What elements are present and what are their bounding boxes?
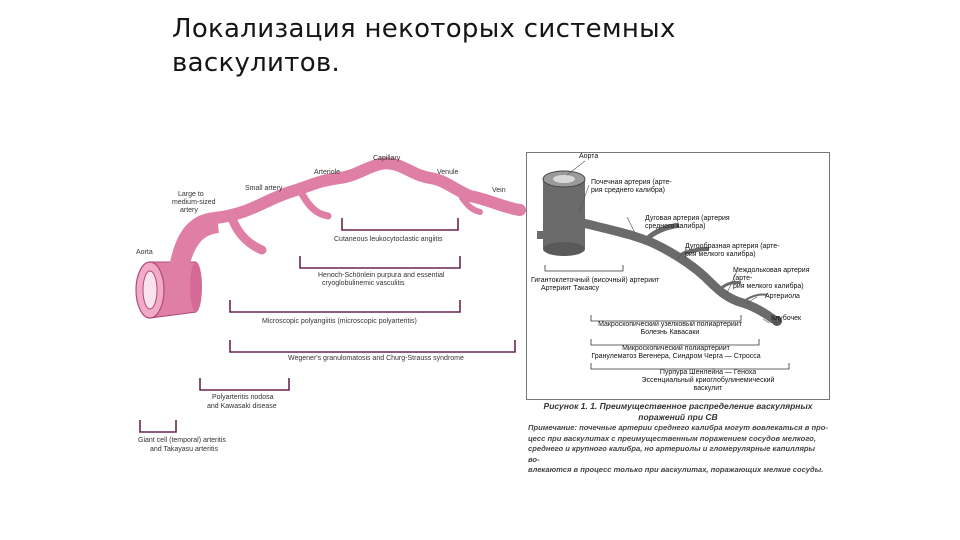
figure-note-line-2: цесс при васкулитах с преимущественным п…: [528, 433, 816, 443]
label-interlobular: Дугообразная артерия (арте- рия мелкого …: [685, 243, 780, 259]
label-giant-cell-ru-1: Гигантоклеточный (височный) артериит: [531, 277, 660, 284]
aorta-shape: [135, 261, 202, 319]
figure-caption-line-2: поражений при СВ: [638, 412, 718, 422]
label-hsp-ru: Пурпура Шенлейна — Геноха Эссенциальный …: [623, 369, 793, 393]
figure-note-line-1: Примечание: почечные артерии среднего ка…: [528, 423, 828, 432]
label-giant-cell-ru: Гигантоклеточный (височный) артериит Арт…: [531, 277, 659, 293]
label-small-artery: Small artery: [245, 185, 283, 192]
label-renal-2: рия среднего калибра): [591, 187, 665, 194]
label-renal: Почечная артерия (арте- рия среднего кал…: [591, 179, 672, 195]
label-giant-cell-ru-2: Артериит Такаясу: [541, 285, 600, 292]
label-arcuate-1: Дуговая артерия (артерия: [645, 215, 730, 222]
vessel-main-path: [169, 157, 526, 274]
label-pan-ru-1: Макроскопический узелковый полиартериит: [598, 321, 742, 328]
bracket-wegener: [229, 340, 516, 353]
bracket-henoch: [299, 256, 461, 269]
aorta-cylinder: [542, 170, 586, 256]
label-wegener: Wegener's granulomatosis and Churg-Strau…: [288, 355, 464, 362]
bracket-cutaneous: [341, 218, 459, 231]
label-aorta: Aorta: [136, 249, 153, 256]
label-pan-ru-2: Болезнь Кавасаки: [640, 329, 700, 336]
label-micro-ru-1: Микроскопический полиартериит: [622, 345, 730, 352]
label-arcuate-2: среднего калибра): [645, 223, 706, 230]
label-pan-1: Polyarteritis nodosa: [212, 394, 274, 401]
label-afferent-1: Междольковая артерия (арте-: [733, 267, 810, 282]
label-arteriole: Arteriole: [314, 169, 340, 176]
label-giant-cell-1: Giant cell (temporal) arteritis: [138, 437, 226, 444]
label-pan-ru: Макроскопический узелковый полиартериит …: [595, 321, 745, 337]
label-vein: Vein: [492, 187, 506, 194]
label-giant-cell-2: and Takayasu arteritis: [150, 446, 218, 453]
label-arcuate: Дуговая артерия (артерия среднего калибр…: [645, 215, 730, 231]
label-venule: Venule: [437, 169, 459, 176]
label-henoch-1: Henoch-Schönlein purpura and essential: [318, 272, 445, 279]
artery-diagram: [537, 160, 790, 370]
label-interlobular-1: Дугообразная артерия (арте-: [685, 243, 780, 250]
label-large-artery-3: artery: [180, 207, 198, 214]
label-hsp-ru-1: Пурпура Шенлейна — Геноха: [659, 369, 757, 376]
bracket-pan: [199, 378, 290, 391]
slide-title-line-2: васкулитов.: [172, 48, 341, 78]
label-micro-ru-2: Гранулематоз Вегенера, Синдром Черга — С…: [591, 353, 761, 360]
label-aorta-ru: Аорта: [579, 153, 599, 160]
label-cutaneous: Cutaneous leukocytoclastic angiitis: [334, 236, 443, 243]
label-large-artery-2: medium-sized: [172, 199, 216, 206]
label-henoch-2: cryoglobulinemic vasculitis: [322, 280, 405, 287]
label-microscopic: Microscopic polyangiitis (microscopic po…: [262, 318, 417, 325]
figure-caption-line-1: Рисунок 1. 1. Преимущественное распредел…: [543, 401, 813, 411]
label-micro-ru: Микроскопический полиартериит Гранулемат…: [591, 345, 761, 361]
label-arteriole-ru: Артериола: [765, 293, 800, 300]
label-large-artery-1: Large to: [178, 191, 204, 198]
label-hsp-ru-3: васкулит: [693, 385, 723, 392]
artery-distribution-figure: Аорта Почечная артерия (арте- рия средне…: [526, 152, 830, 400]
label-interlobular-2: рия мелкого калибра): [685, 251, 756, 258]
slide-title: Локализация некоторых системных васкулит…: [172, 12, 772, 80]
label-afferent-2: рия мелкого калибра): [733, 283, 804, 290]
bracket-giant-cell: [139, 420, 177, 433]
label-capillary: Capillary: [373, 155, 401, 162]
label-hsp-ru-2: Эссенциальный криоглобулинемический: [641, 377, 775, 384]
label-renal-1: Почечная артерия (арте-: [591, 179, 672, 186]
label-glomerulus: Клубочек: [771, 315, 802, 322]
figure-note-line-4: влекаются в процесс только при васкулита…: [528, 465, 824, 474]
figure-caption: Рисунок 1. 1. Преимущественное распредел…: [528, 401, 828, 423]
bracket-microscopic: [229, 300, 461, 313]
figure-note-line-3: среднего и крупного калибра, но артериол…: [528, 444, 816, 464]
label-afferent: Междольковая артерия (арте- рия мелкого …: [733, 267, 829, 291]
slide-title-line-1: Локализация некоторых системных: [172, 14, 676, 44]
figure-note: Примечание: почечные артерии среднего ка…: [528, 423, 828, 476]
label-pan-2: and Kawasaki disease: [207, 403, 277, 410]
